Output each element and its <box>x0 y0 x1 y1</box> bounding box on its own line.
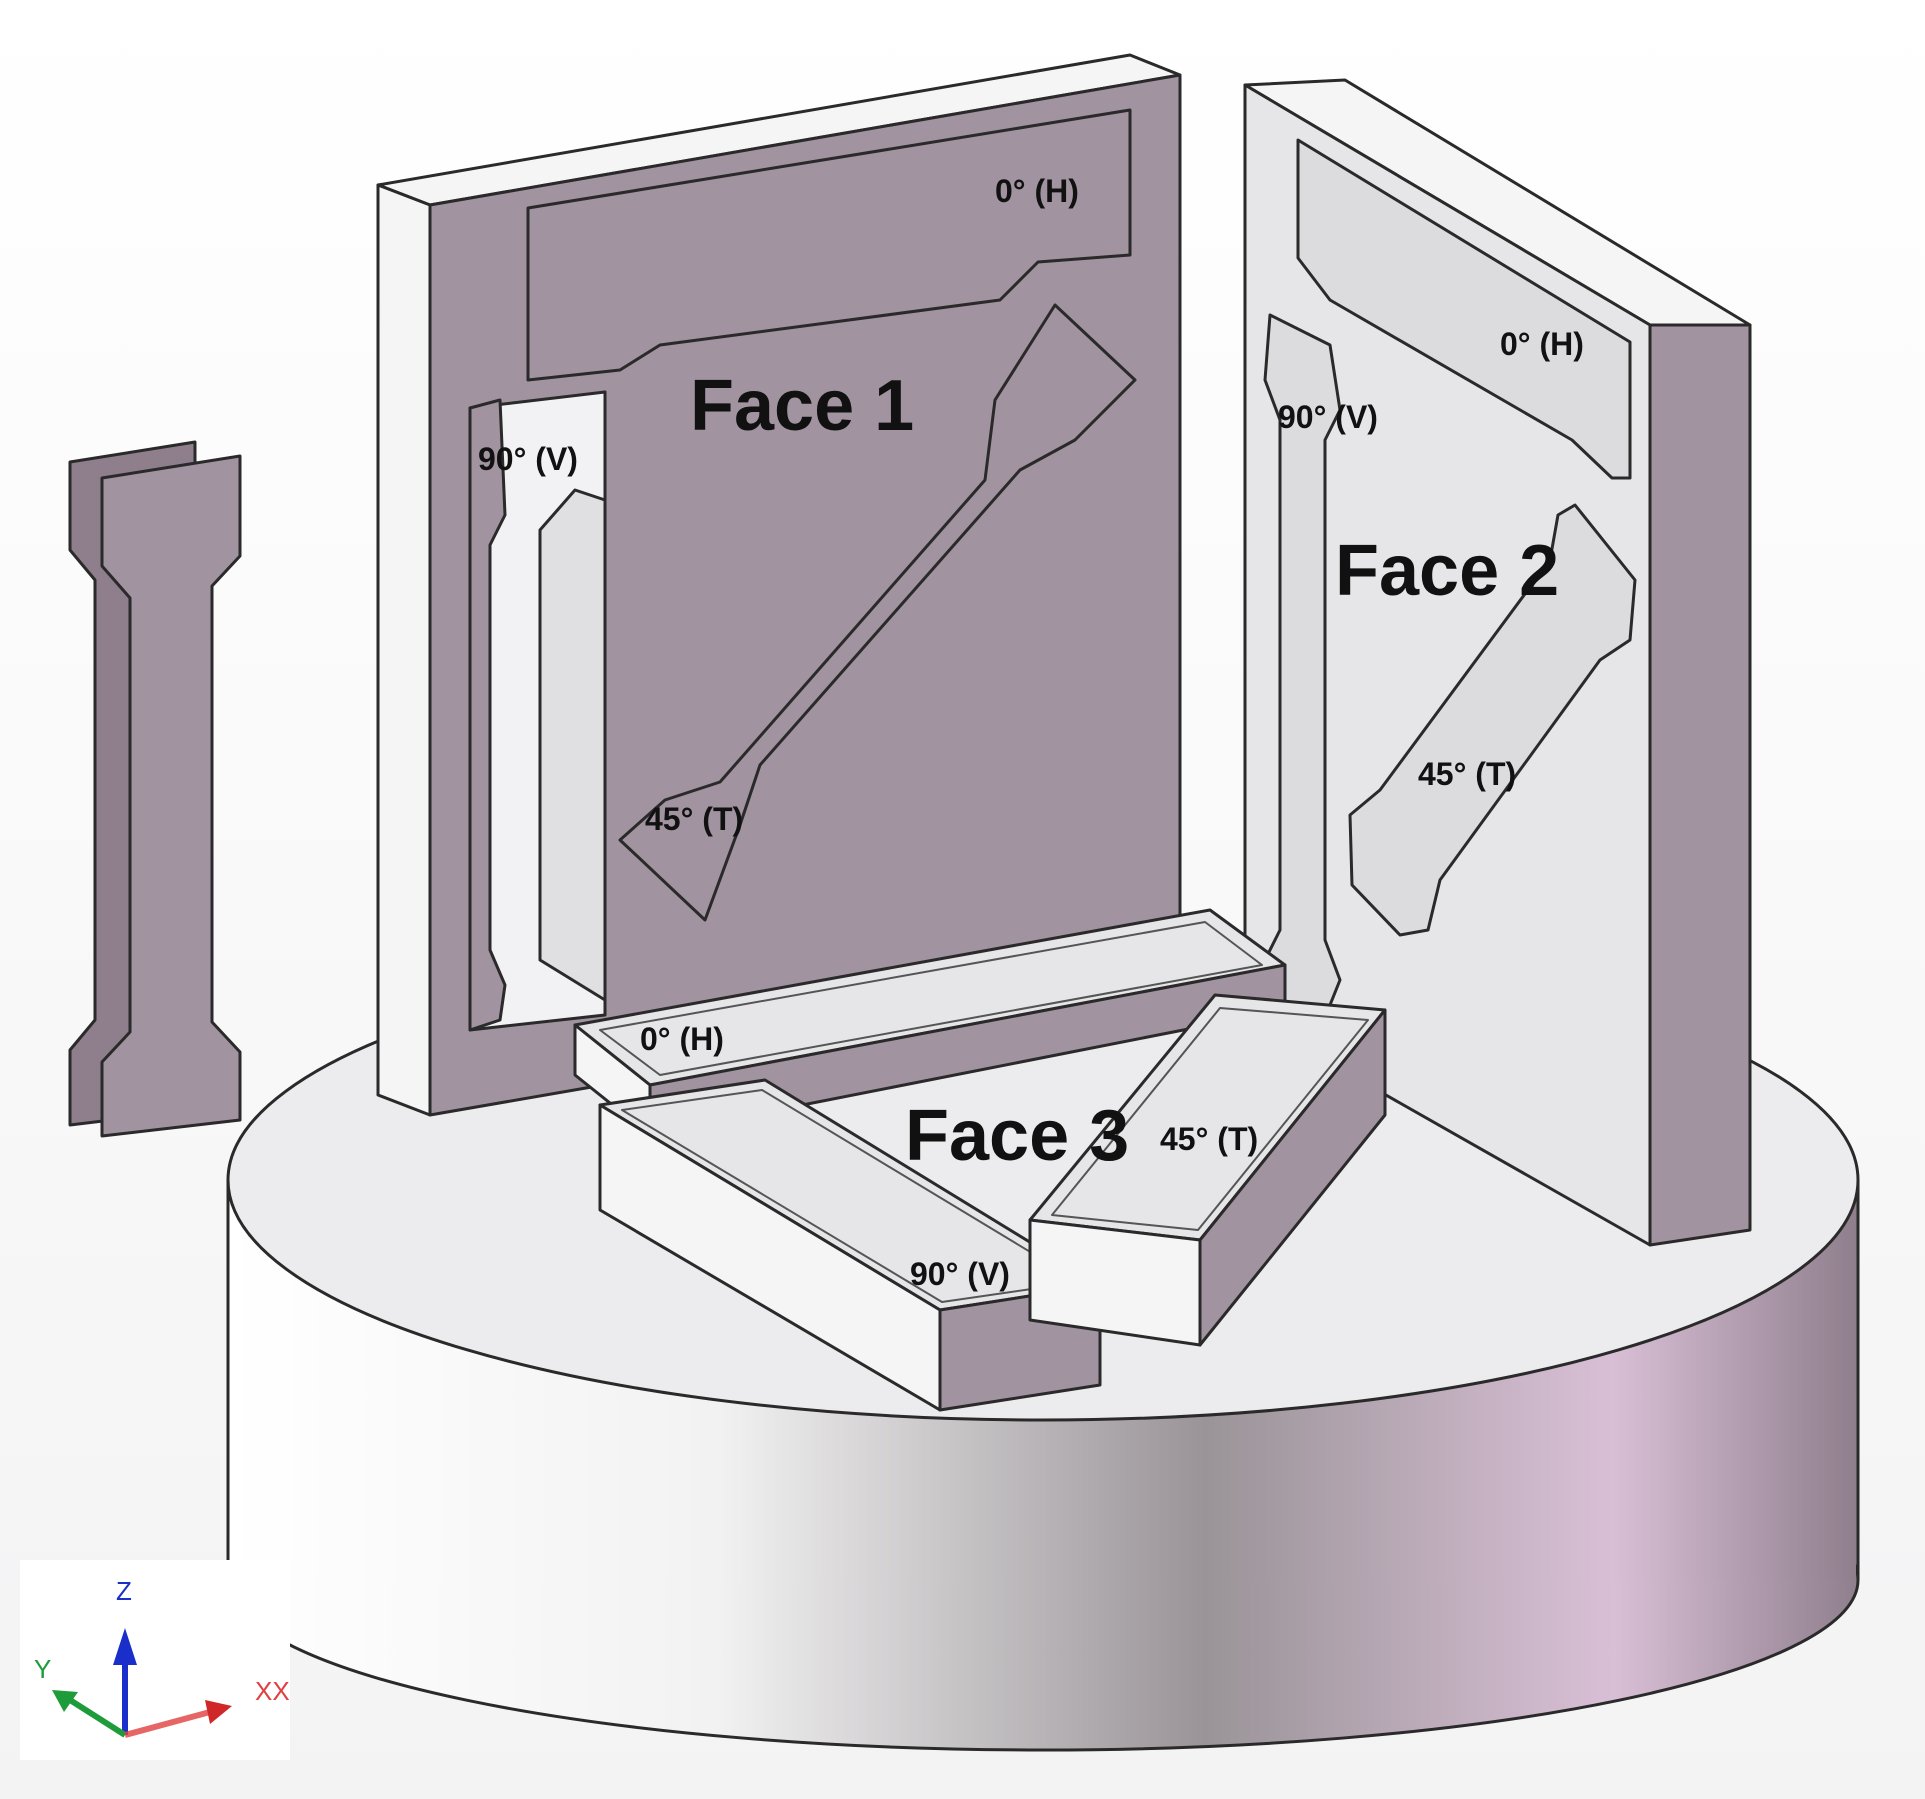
face2-label: Face 2 <box>1335 531 1559 611</box>
x-axis-arrow <box>205 1700 232 1724</box>
z-axis-arrow <box>113 1628 137 1665</box>
face3-label-45deg: 45° (T) <box>1160 1121 1258 1157</box>
axis-triad-background <box>20 1560 290 1760</box>
y-axis-arrow <box>52 1690 78 1712</box>
y-axis-line <box>68 1697 127 1738</box>
face1-label-0deg: 0° (H) <box>995 173 1079 209</box>
y-axis-label: Y <box>34 1654 51 1684</box>
face2-label-90deg: 90° (V) <box>1278 399 1378 435</box>
x-axis-label: XX <box>255 1676 290 1706</box>
face2-panel <box>1243 78 1752 1247</box>
face3-label-90deg: 90° (V) <box>910 1256 1010 1292</box>
axis-triad: Z Y XX <box>20 1560 290 1760</box>
face3-label-0deg: 0° (H) <box>640 1021 724 1057</box>
face1-label-90deg: 90° (V) <box>478 441 578 477</box>
face3-label: Face 3 <box>905 1096 1129 1176</box>
face3-bars <box>573 908 1387 1412</box>
face1-panel <box>376 53 1182 1117</box>
face1-label: Face 1 <box>690 366 914 446</box>
z-axis-label: Z <box>116 1576 132 1606</box>
face2-label-0deg: 0° (H) <box>1500 326 1584 362</box>
tensile-specimen <box>68 440 242 1138</box>
face1-label-45deg: 45° (T) <box>645 801 743 837</box>
x-axis-line <box>124 1709 211 1738</box>
face2-label-45deg: 45° (T) <box>1418 756 1516 792</box>
